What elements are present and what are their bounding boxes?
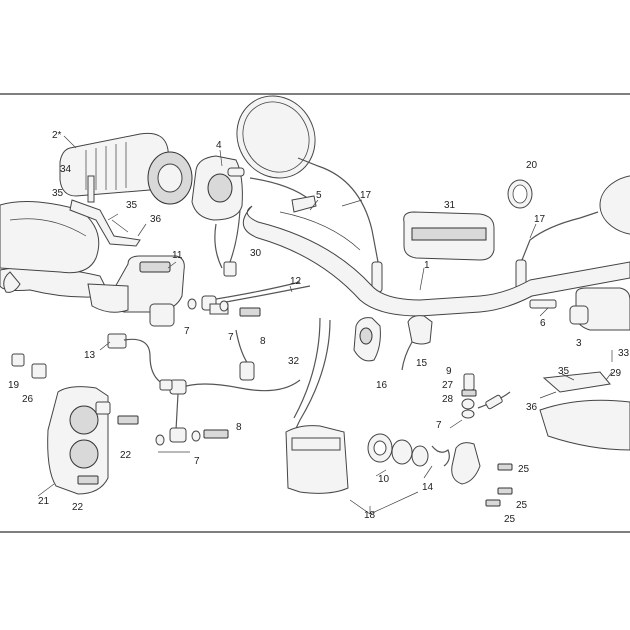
callout-21: 21 (38, 496, 50, 507)
right-switch-16 (353, 317, 381, 362)
callout-26: 26 (22, 394, 34, 405)
lower-brake-hose (169, 379, 301, 443)
kit-seals (367, 433, 481, 485)
callout-36a: 36 (150, 214, 162, 225)
repair-kit-18 (285, 425, 481, 515)
left-mirror (236, 95, 383, 293)
callout-2: 2* (52, 130, 62, 141)
callout-8b: 8 (236, 422, 242, 433)
callout-35c: 35 (558, 366, 570, 377)
switch-connector (235, 329, 255, 381)
callout-34: 34 (60, 164, 72, 175)
callout-29: 29 (610, 368, 622, 379)
switch-cable (214, 209, 241, 277)
brake-caliper (47, 386, 111, 495)
callout-4: 4 (216, 140, 222, 151)
callout-7a: 7 (184, 326, 190, 337)
left-switch-housing (191, 155, 245, 221)
throttle-cable (249, 177, 317, 213)
left-hand-guard (0, 200, 100, 274)
callout-6: 6 (540, 318, 546, 329)
callout-17b: 17 (534, 214, 546, 225)
callout-5: 5 (316, 190, 322, 201)
callout-30: 30 (250, 248, 262, 259)
master-cylinder (87, 255, 185, 327)
callout-20: 20 (526, 160, 538, 171)
caliper-bolts (77, 415, 139, 485)
callout-14: 14 (422, 482, 434, 493)
callout-16: 16 (376, 380, 388, 391)
callout-7c: 7 (194, 456, 200, 467)
callout-25a: 25 (518, 464, 530, 475)
callout-27: 27 (442, 380, 454, 391)
callout-22a: 22 (120, 450, 132, 461)
callout-17a: 17 (360, 190, 372, 201)
clamp-20 (507, 179, 533, 209)
callout-1: 1 (424, 260, 430, 271)
callout-22b: 22 (72, 502, 84, 513)
callout-35b: 35 (126, 200, 138, 211)
callout-labels: 1 2* 3 4 5 6 7 7 7 7 8 8 9 10 11 12 13 1… (8, 130, 630, 525)
callout-3: 3 (576, 338, 582, 349)
callout-9: 9 (446, 366, 452, 377)
handlebar (242, 205, 630, 317)
callout-12: 12 (290, 276, 302, 287)
callout-35a: 35 (52, 188, 64, 199)
callout-10: 10 (378, 474, 390, 485)
callout-25c: 25 (504, 514, 516, 525)
stop-switch-13 (107, 333, 173, 391)
callout-13: 13 (84, 350, 96, 361)
brake-switch-15 (401, 315, 433, 371)
brake-hose-front (201, 281, 311, 315)
callout-19: 19 (8, 380, 20, 391)
callout-8a: 8 (260, 336, 266, 347)
throttle-grip (59, 132, 193, 205)
callout-25b: 25 (516, 500, 528, 511)
callout-28: 28 (442, 394, 454, 405)
callout-32: 32 (288, 356, 300, 367)
grip-cover-31 (403, 211, 495, 261)
pressure-switch (461, 373, 511, 419)
callout-33: 33 (618, 348, 630, 359)
callout-18: 18 (364, 510, 376, 521)
callout-7d: 7 (436, 420, 442, 431)
callout-31: 31 (444, 200, 456, 211)
right-hand-guard (539, 371, 630, 451)
guard-bracket (69, 175, 141, 247)
bolts-washers (155, 298, 261, 446)
screws-25 (485, 463, 513, 507)
clips-19-26 (11, 353, 47, 379)
callout-36b: 36 (526, 402, 538, 413)
leader-lines (37, 135, 613, 497)
callout-15: 15 (416, 358, 428, 369)
callout-11: 11 (172, 250, 183, 261)
callout-7b: 7 (228, 332, 234, 343)
right-master-cylinder (529, 287, 630, 331)
